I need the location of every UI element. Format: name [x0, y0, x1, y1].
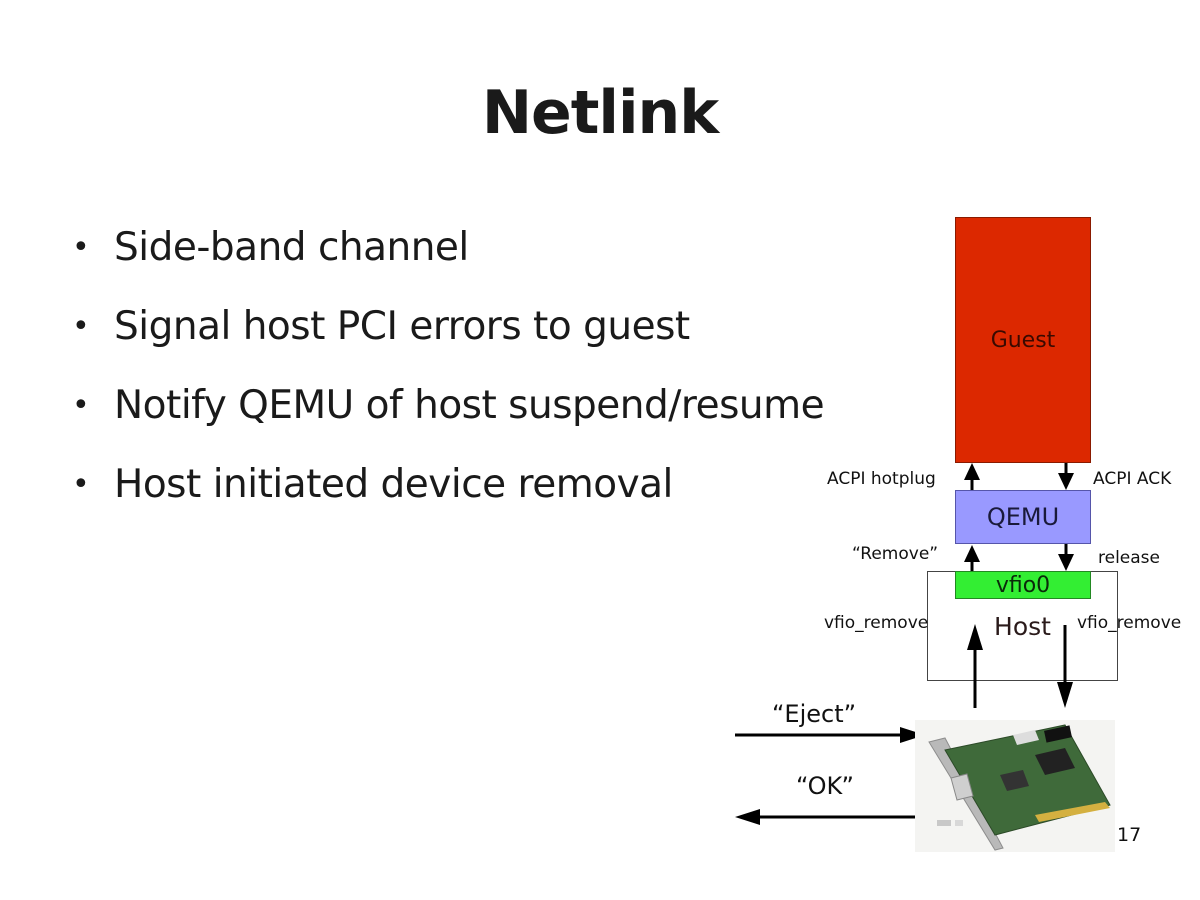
vfio-remove-left-label: vfio_remove [824, 613, 929, 633]
host-label: Host [994, 612, 1051, 641]
arrowhead-up-icon [964, 545, 980, 562]
bullet-text: Signal host PCI errors to guest [114, 304, 690, 349]
page-number: 17 [1117, 824, 1142, 846]
qemu-label: QEMU [986, 503, 1060, 531]
bullet-item: • Signal host PCI errors to guest [72, 301, 824, 380]
bullet-item: • Side-band channel [72, 222, 824, 301]
arrowhead-down-icon [1057, 682, 1073, 708]
bullet-icon: • [72, 467, 90, 502]
pci-card-icon [915, 720, 1115, 852]
eject-label: “Eject” [772, 700, 857, 728]
arrowhead-down-icon [1058, 473, 1074, 490]
ok-label: “OK” [796, 772, 854, 800]
vfio-remove-right-label: vfio_remove [1077, 613, 1182, 633]
arrowhead-up-icon [964, 463, 980, 480]
bullet-text: Notify QEMU of host suspend/resume [114, 383, 825, 428]
bullet-item: • Notify QEMU of host suspend/resume [72, 380, 825, 459]
guest-box: Guest [955, 217, 1091, 463]
bullet-icon: • [72, 230, 90, 265]
remove-label: “Remove” [852, 544, 939, 564]
bullet-text: Side-band channel [114, 225, 469, 270]
guest-label: Guest [990, 327, 1056, 353]
vfio-box: vfio0 [955, 571, 1091, 599]
arrowhead-left-icon [735, 809, 760, 825]
bullet-list: • Side-band channel • Signal host PCI erro… [72, 222, 825, 538]
acpi-hotplug-label: ACPI hotplug [827, 469, 936, 489]
bullet-icon: • [72, 388, 90, 423]
bullet-text: Host initiated device removal [114, 462, 673, 507]
arrowhead-down-icon [1058, 554, 1074, 571]
qemu-box: QEMU [955, 490, 1091, 544]
vfio-label: vfio0 [995, 572, 1051, 598]
bullet-icon: • [72, 309, 90, 344]
slide-title: Netlink [481, 78, 719, 148]
release-label: release [1098, 548, 1160, 568]
pci-card-image [915, 720, 1115, 852]
acpi-ack-label: ACPI ACK [1093, 469, 1172, 489]
bullet-item: • Host initiated device removal [72, 459, 824, 538]
